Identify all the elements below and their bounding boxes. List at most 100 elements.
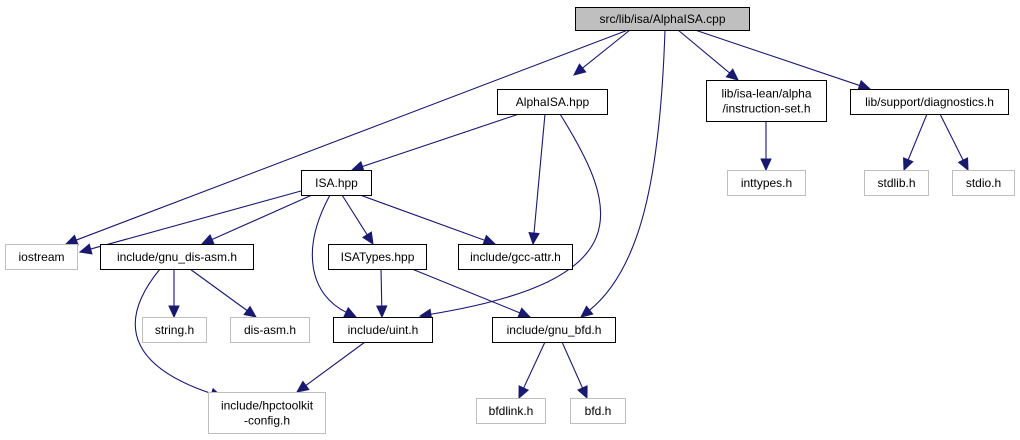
node-box <box>230 317 310 343</box>
edge-line <box>89 190 302 250</box>
node-gnu-bfd-h[interactable]: include/gnu_bfd.h <box>492 317 616 343</box>
node-label: stdlib.h <box>877 176 915 190</box>
edge-line <box>361 113 520 168</box>
node-box[interactable] <box>333 317 433 343</box>
node-isa-hpp[interactable]: ISA.hpp <box>301 170 372 196</box>
node-label: lib/isa-lean/alpha <box>721 87 811 101</box>
node-label: string.h <box>155 323 194 337</box>
edge-line <box>189 268 249 312</box>
edge-line <box>429 113 602 315</box>
edge-uint_h-to-hpctoolkit_config_h <box>296 341 366 393</box>
edge-line <box>380 268 383 308</box>
edge-line <box>581 29 631 70</box>
edge-root-to-iostream <box>64 29 629 246</box>
arrowhead-icon <box>580 305 594 318</box>
node-box <box>727 170 806 196</box>
arrowhead-icon <box>518 385 530 400</box>
edge-line <box>677 29 731 75</box>
edge-line <box>533 113 546 235</box>
node-box <box>208 392 326 434</box>
edge-diagnostics_h-to-stdlib_h <box>903 113 928 172</box>
edge-isa_hpp-to-gcc_attr_h <box>359 194 497 246</box>
node-label: include/gnu_bfd.h <box>507 323 602 337</box>
edges-layer <box>64 29 969 400</box>
edge-line <box>341 194 369 236</box>
edge-isa_hpp-to-isatypes_hpp <box>341 194 374 246</box>
node-label: stdio.h <box>966 176 1001 190</box>
node-hpctoolkit-config-h: include/hpctoolkit-config.h <box>208 392 326 434</box>
edge-isa_hpp-to-iostream <box>78 190 302 255</box>
edge-line <box>522 341 546 390</box>
arrowhead-icon <box>343 306 358 318</box>
arrowhead-icon <box>725 68 739 81</box>
node-box <box>570 398 626 424</box>
arrowhead-icon <box>64 234 79 246</box>
node-label: bfdlink.h <box>489 404 534 418</box>
node-box[interactable] <box>706 80 827 122</box>
node-gcc-attr-h[interactable]: include/gcc-attr.h <box>458 244 573 270</box>
node-box[interactable] <box>492 317 616 343</box>
node-box[interactable] <box>575 7 750 31</box>
node-instruction-set-h[interactable]: lib/isa-lean/alpha/instruction-set.h <box>706 80 827 122</box>
arrowhead-icon <box>528 232 540 246</box>
arrowhead-icon <box>760 158 772 172</box>
node-bfd-h: bfd.h <box>570 398 626 424</box>
arrowhead-icon <box>350 160 365 172</box>
edge-root-to-alphaisa_hpp <box>573 29 631 76</box>
edge-line <box>210 194 313 241</box>
node-label: include/gnu_dis-asm.h <box>117 250 237 264</box>
node-label: -config.h <box>244 414 290 428</box>
node-box <box>476 398 546 424</box>
node-label: inttypes.h <box>741 176 792 190</box>
node-label: bfd.h <box>585 404 612 418</box>
arrowhead-icon <box>200 234 215 245</box>
edge-alphaisa_hpp-to-isa_hpp <box>350 113 520 172</box>
node-label: include/hpctoolkit <box>221 399 314 413</box>
edge-alphaisa_hpp-to-gcc_attr_h <box>528 113 546 246</box>
node-label: ISA.hpp <box>315 176 358 190</box>
node-box[interactable] <box>328 244 427 270</box>
arrowhead-icon <box>361 231 374 246</box>
node-label: src/lib/isa/AlphaISA.cpp <box>599 12 725 26</box>
node-uint-h[interactable]: include/uint.h <box>333 317 433 343</box>
edge-line <box>359 194 486 242</box>
edge-line <box>134 268 213 395</box>
node-box[interactable] <box>100 244 254 270</box>
arrowhead-icon <box>573 63 587 76</box>
node-stdlib-h: stdlib.h <box>864 170 929 196</box>
arrowhead-icon <box>375 305 388 319</box>
edge-line <box>939 113 965 162</box>
edge-gnu_bfd_h-to-bfd_h <box>561 341 588 400</box>
edge-instruction_set_h-to-inttypes_h <box>760 121 772 172</box>
arrowhead-icon <box>903 157 914 172</box>
node-label: include/uint.h <box>348 323 419 337</box>
node-box[interactable] <box>301 170 372 196</box>
node-alphaisa-hpp[interactable]: AlphaISA.hpp <box>497 89 608 115</box>
arrowhead-icon <box>78 243 93 255</box>
node-bfdlink-h: bfdlink.h <box>476 398 546 424</box>
edge-line <box>907 113 928 161</box>
arrowhead-icon <box>168 305 180 319</box>
node-box <box>5 244 78 270</box>
arrowhead-icon <box>243 305 257 318</box>
edge-isa_hpp-to-uint_h <box>311 194 358 318</box>
edge-gnu_dis_asm_h-to-dis_asm_h <box>189 268 257 318</box>
node-box[interactable] <box>458 244 573 270</box>
edge-root-to-instruction_set_h <box>677 29 739 81</box>
node-root[interactable]: src/lib/isa/AlphaISA.cpp <box>575 7 750 31</box>
node-isatypes-hpp[interactable]: ISATypes.hpp <box>328 244 427 270</box>
edge-diagnostics_h-to-stdio_h <box>939 113 969 172</box>
arrowhead-icon <box>517 307 532 319</box>
node-box <box>864 170 929 196</box>
node-label: lib/support/diagnostics.h <box>865 95 994 109</box>
node-box[interactable] <box>850 89 1009 115</box>
edge-alphaisa_hpp-to-uint_h <box>418 113 602 320</box>
node-box[interactable] <box>497 89 608 115</box>
edge-line <box>311 194 348 314</box>
edge-isa_hpp-to-gnu_dis_asm_h <box>200 194 313 245</box>
node-gnu-dis-asm-h[interactable]: include/gnu_dis-asm.h <box>100 244 254 270</box>
node-label: ISATypes.hpp <box>341 250 415 264</box>
node-diagnostics-h[interactable]: lib/support/diagnostics.h <box>850 89 1009 115</box>
